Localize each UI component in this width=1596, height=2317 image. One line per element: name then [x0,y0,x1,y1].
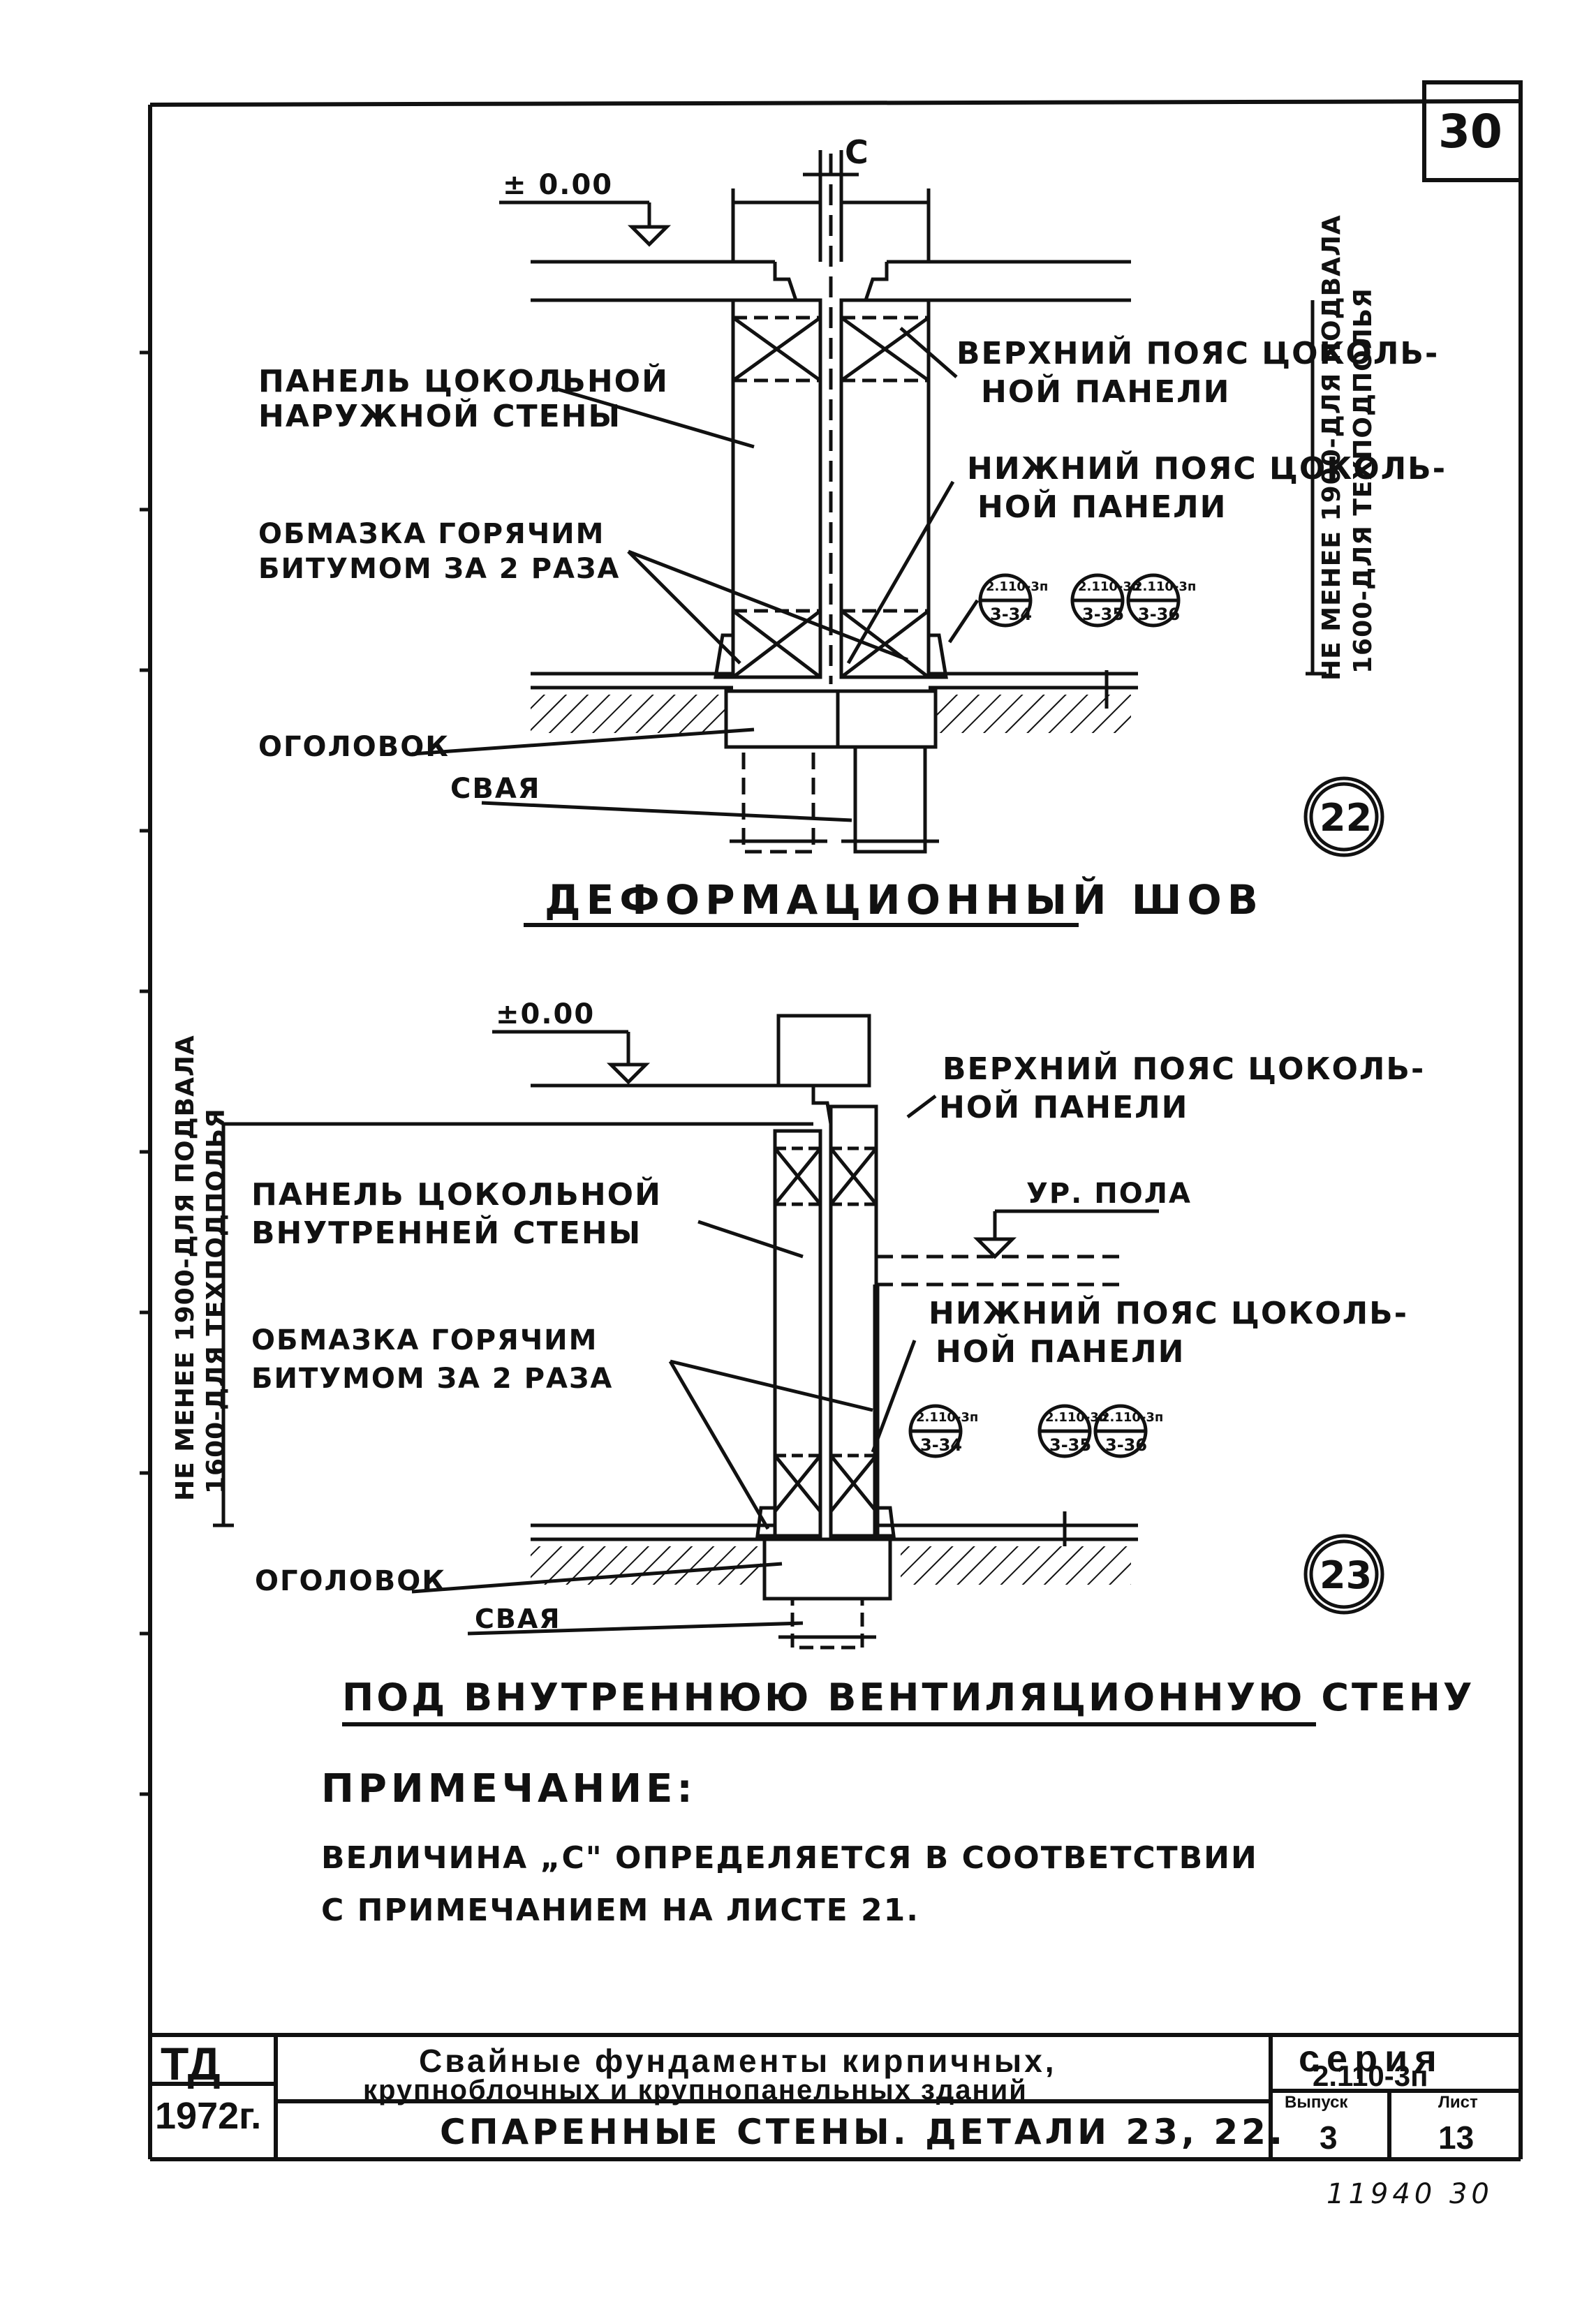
detail-22-ref-2-top: 2.110-3п [1078,579,1141,594]
detail-23-number: 23 [1320,1553,1373,1597]
detail-23-height-note-1: НЕ МЕНЕЕ 1900-ДЛЯ ПОДВАЛА [171,1035,200,1501]
sheet-index: 13 [1438,2119,1475,2156]
org-code: ТД [161,2038,221,2089]
series-label: серия [1299,2038,1444,2080]
detail-22-height-note-2: 1600-ДЛЯ ТЕХПОДПОЛЬЯ [1349,288,1377,674]
detail-23-ref-1-top: 2.110-3п [916,1410,979,1425]
detail-23-cap: ОГОЛОВОК [255,1565,446,1597]
note-line-1: ВЕЛИЧИНА „С" ОПРЕДЕЛЯЕТСЯ В СООТВЕТСТВИИ [321,1840,1258,1876]
detail-22-outer-panel-1: ПАНЕЛЬ ЦОКОЛЬНОЙ [258,364,669,399]
detail-23-floor-level: УР. ПОЛА [1026,1178,1192,1210]
project-title-line-2: крупноблочных и крупнопанельных зданий [363,2075,1028,2105]
project-title-line-1: Свайные фундаменты кирпичных, [419,2043,1057,2079]
issue-number: 3 [1320,2119,1338,2156]
footer-handwritten-note: 11940 30 [1327,2178,1493,2210]
issue-label: Выпуск [1285,2093,1348,2112]
detail-22-ref-3-top: 2.110-3п [1134,579,1197,594]
detail-22-title: ДЕФОРМАЦИОННЫЙ ШОВ [545,876,1264,924]
detail-22-ref-2-bottom: 3-35 [1082,605,1125,624]
detail-23-ref-3-top: 2.110-3п [1101,1410,1164,1425]
detail-23-ref-1-bottom: 3-34 [920,1435,963,1455]
detail-23-height-note-2: 1600-ДЛЯ ТЕХПОДПОЛЬЯ [202,1108,230,1494]
detail-23-inner-panel-2: ВНУТРЕННЕЙ СТЕНЫ [251,1215,642,1251]
detail-23-lower-belt-2: НОЙ ПАНЕЛИ [936,1334,1185,1370]
detail-22-ref-1-bottom: 3-34 [990,605,1033,624]
detail-23-upper-belt-2: НОЙ ПАНЕЛИ [939,1090,1189,1125]
series-code: 2.110-3п [1313,2059,1428,2092]
title-block-lines [150,2033,1521,2159]
detail-23-upper-belt-1: ВЕРХНИЙ ПОЯС ЦОКОЛЬ- [943,1051,1426,1087]
detail-23-coating-1: ОБМАЗКА ГОРЯЧИМ [251,1324,598,1356]
detail-23-title: ПОД ВНУТРЕННЮЮ ВЕНТИЛЯЦИОННУЮ СТЕНУ [342,1675,1475,1719]
detail-23-ref-2-bottom: 3-35 [1049,1435,1092,1455]
detail-23-ref-2-top: 2.110-3п [1045,1410,1108,1425]
detail-23-level: ±0.00 [496,998,596,1030]
detail-22-upper-belt-2: НОЙ ПАНЕЛИ [981,374,1231,410]
detail-23-ref-3-bottom: 3-36 [1105,1435,1148,1455]
detail-22-gap-label: C [845,133,870,171]
detail-22-number: 22 [1320,796,1373,840]
detail-22-lower-belt-1: НИЖНИЙ ПОЯС ЦОКОЛЬ- [967,451,1447,487]
sheet-label: Лист [1438,2093,1478,2112]
detail-22-outer-panel-2: НАРУЖНОЙ СТЕНЫ [258,399,622,434]
detail-22-drawing [411,150,1384,927]
detail-23-inner-panel-1: ПАНЕЛЬ ЦОКОЛЬНОЙ [251,1177,662,1213]
sheet-number: 30 [1438,105,1502,158]
note-line-2: С ПРИМЕЧАНИЕМ НА ЛИСТЕ 21. [321,1893,919,1928]
detail-22-cap: ОГОЛОВОК [258,731,450,763]
detail-22-level: ± 0.00 [503,169,614,201]
year: 1972г. [155,2095,262,2137]
note-heading: ПРИМЕЧАНИЕ: [321,1766,697,1812]
sheet-frame [140,80,1523,2161]
sheet-title: СПАРЕННЫЕ СТЕНЫ. ДЕТАЛИ 23, 22. [440,2112,1286,2152]
detail-23-pile: СВАЯ [475,1604,561,1634]
detail-22-pile: СВАЯ [450,773,541,805]
detail-22-coating-2: БИТУМОМ ЗА 2 РАЗА [258,553,621,585]
detail-22-lower-belt-2: НОЙ ПАНЕЛИ [977,489,1227,525]
detail-22-height-note-1: НЕ МЕНЕЕ 1900-ДЛЯ ПОДВАЛА [1317,214,1346,681]
detail-22-upper-belt-1: ВЕРХНИЙ ПОЯС ЦОКОЛЬ- [956,336,1440,371]
detail-23-drawing [213,1014,1384,1726]
detail-22-coating-1: ОБМАЗКА ГОРЯЧИМ [258,518,605,550]
detail-22-ref-3-bottom: 3-36 [1138,605,1181,624]
detail-22-ref-1-top: 2.110-3п [986,579,1049,594]
detail-23-lower-belt-1: НИЖНИЙ ПОЯС ЦОКОЛЬ- [929,1296,1408,1331]
detail-23-coating-2: БИТУМОМ ЗА 2 РАЗА [251,1363,614,1395]
